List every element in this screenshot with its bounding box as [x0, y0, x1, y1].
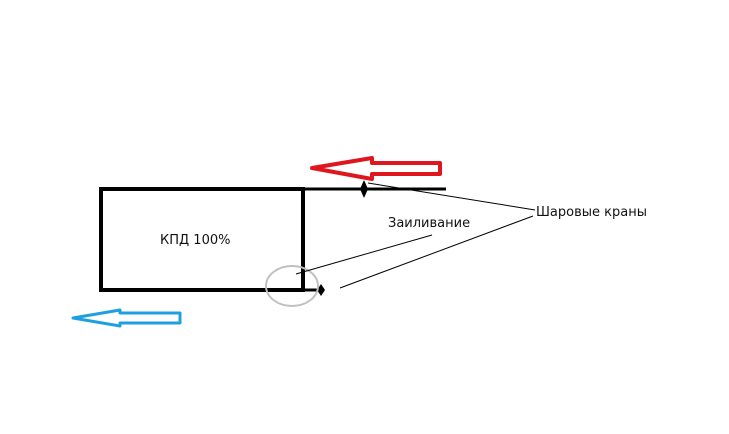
- leader-line-top-valve: [367, 182, 536, 211]
- ball-valve-bottom-icon: [317, 284, 325, 296]
- return-flow-arrow: [71, 308, 182, 328]
- silting-highlight-ellipse: [265, 265, 319, 307]
- ball-valves-label: Шаровые краны: [536, 205, 647, 220]
- silting-label: Заиливание: [388, 216, 471, 231]
- efficiency-label: КПД 100%: [160, 233, 231, 248]
- leader-line-bottom-valve: [339, 215, 534, 289]
- ball-valve-top-icon: [360, 180, 368, 198]
- supply-flow-arrow: [310, 156, 442, 181]
- radiator-box: [99, 187, 305, 292]
- leader-line-silting: [295, 234, 433, 275]
